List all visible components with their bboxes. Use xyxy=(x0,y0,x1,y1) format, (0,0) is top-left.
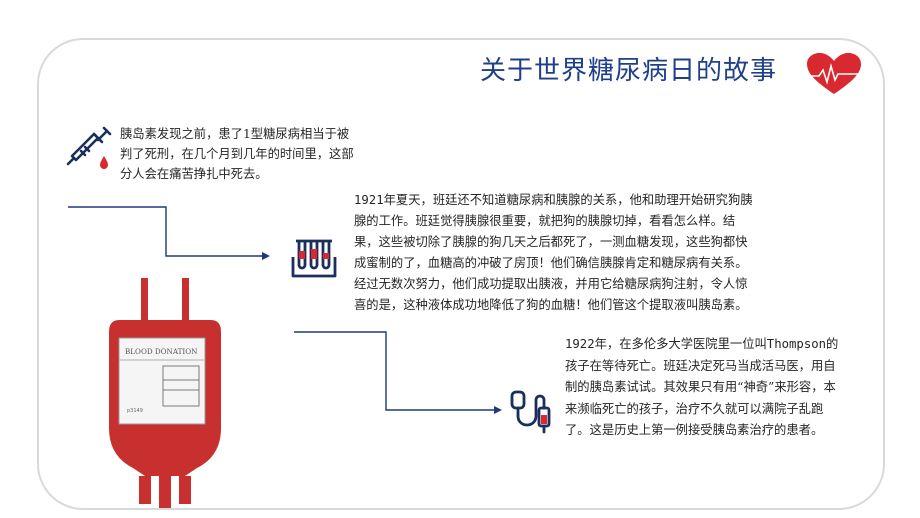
paragraph-1921-text: 年夏天，班廷还不知道糖尿病和胰腺的关系，他和助理开始研究狗胰腺的工作。班廷觉得胰… xyxy=(354,193,753,312)
bag-label: BLOOD DONATION xyxy=(125,347,197,356)
paragraph-1922: 1922年，在多伦多大学医院里一位叫Thompson的孩子在等待死亡。班廷决定死… xyxy=(565,334,845,442)
paragraph-1922-text-a: 年，在多伦多大学医院里一位叫 xyxy=(594,337,767,351)
paragraph-before-insulin: 胰岛素发现之前，患了1型糖尿病相当于被判了死刑，在几个月到几年的时间里，这部分人… xyxy=(120,127,354,181)
heart-icon xyxy=(803,53,865,94)
page-title: 关于世界糖尿病日的故事 xyxy=(480,56,778,86)
blood-bag-image: BLOOD DONATION p3149 xyxy=(109,278,221,508)
test-tubes-icon xyxy=(291,239,337,278)
paragraph-1922-text-b: 的孩子在等待死亡。班廷决定死马当成活马医，用自制的胰岛素试试。其效果只有用“神奇… xyxy=(565,337,839,437)
syringe-icon xyxy=(66,126,112,169)
iv-drip-icon xyxy=(510,390,551,434)
year-1921: 1921 xyxy=(354,193,384,207)
year-1922: 1922 xyxy=(565,337,595,351)
paragraph-1921: 1921年夏天，班廷还不知道糖尿病和胰腺的关系，他和助理开始研究狗胰腺的工作。班… xyxy=(354,190,754,316)
patient-name: Thompson xyxy=(766,337,827,351)
bag-code: p3149 xyxy=(127,408,143,414)
